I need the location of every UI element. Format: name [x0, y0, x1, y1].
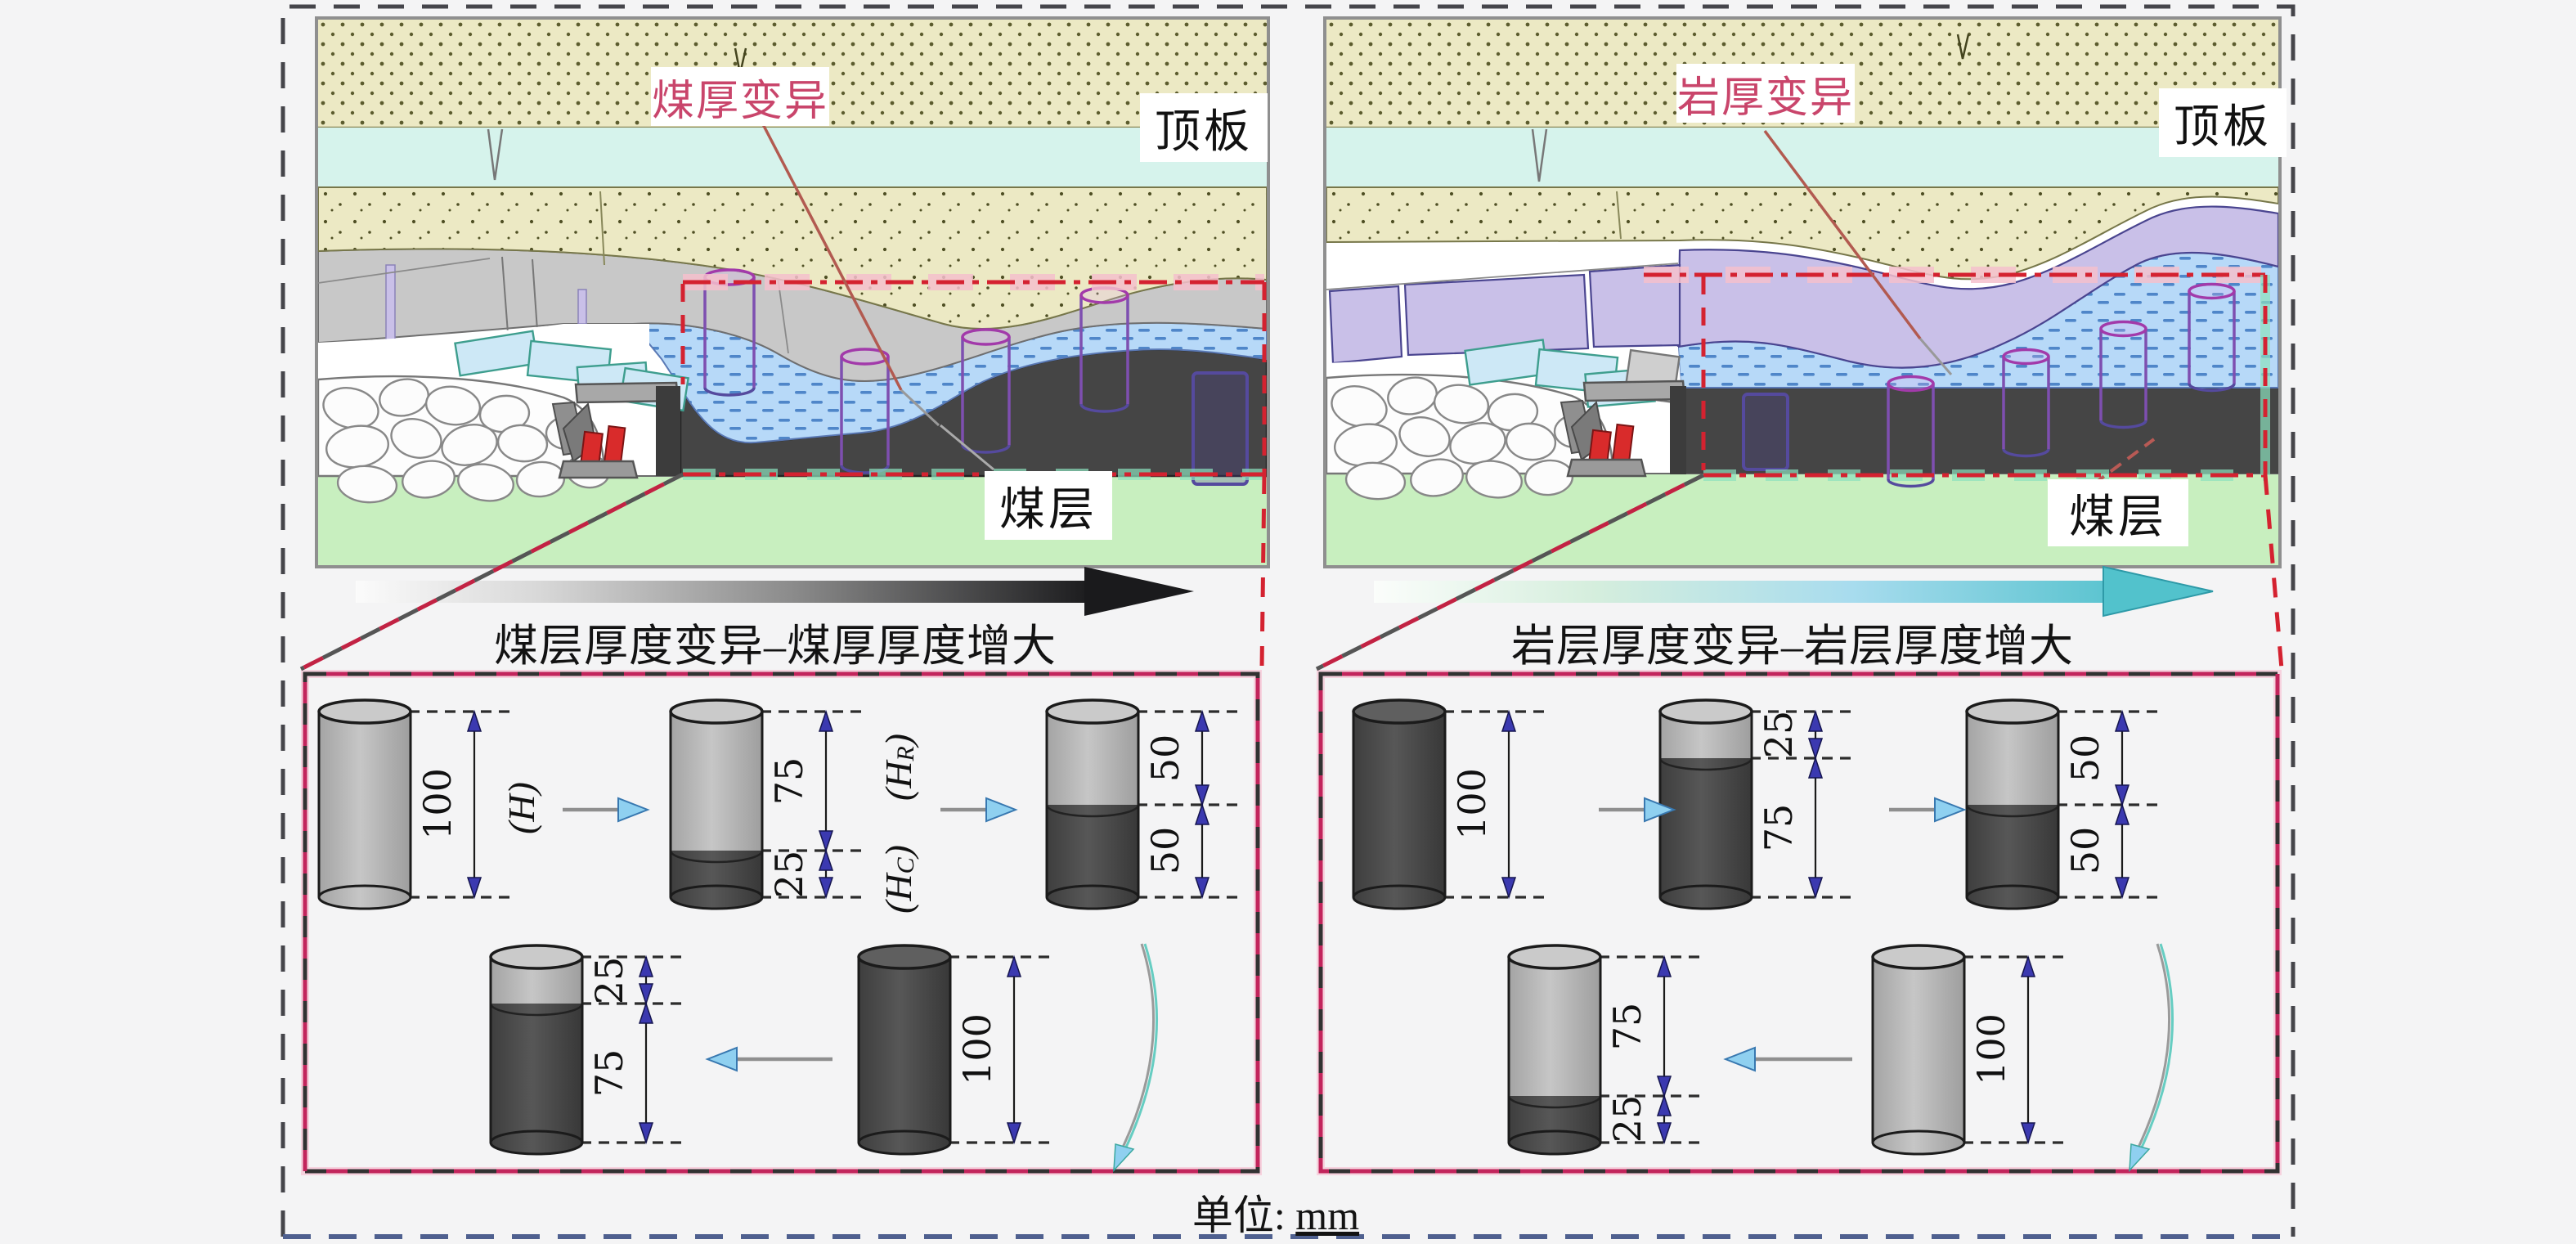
support-base	[1566, 458, 1647, 478]
svg-text:100: 100	[1969, 1013, 2013, 1085]
svg-text:100: 100	[1450, 768, 1494, 840]
turn-arrow	[1113, 943, 1159, 1173]
right-roof-label: 顶板	[2159, 88, 2287, 157]
specimen-cylinder-rock75-coal25	[1507, 944, 1602, 1156]
specimen-cylinder-rock100	[1871, 944, 1966, 1156]
coal-face	[1670, 386, 1686, 474]
svg-text:75: 75	[587, 1049, 631, 1098]
cyan-band	[1326, 128, 2278, 188]
specimen-cylinder-rock75-coal25	[669, 698, 764, 910]
svg-text:50: 50	[1143, 734, 1187, 783]
support-base	[558, 460, 639, 479]
right-variation-label: 岩厚变异	[1676, 64, 1855, 123]
right-seam-label: 煤层	[2048, 479, 2188, 546]
support-canopy	[1582, 379, 1686, 402]
specimen-cylinder-coal100	[1352, 698, 1447, 910]
hydraulic-support	[1560, 379, 1686, 478]
svg-text:100: 100	[955, 1013, 999, 1085]
svg-text:25: 25	[767, 851, 811, 899]
turn-arrow	[2129, 943, 2174, 1173]
specimen-cylinder-rock50-coal50	[1965, 698, 2060, 910]
specimen-ghost-rect	[1192, 371, 1249, 486]
left-variation-label: 煤厚变异	[651, 67, 829, 126]
right-flow-caption: 岩层厚度变异–岩层厚度增大	[1511, 622, 2074, 671]
svg-text:50: 50	[2063, 827, 2107, 875]
svg-text:25: 25	[587, 957, 631, 1005]
coal-increase-gradient-arrow	[356, 567, 1194, 616]
svg-text:75: 75	[1605, 1003, 1649, 1051]
left-specimen-box: 100 75 25 50 50 25 75 100	[301, 670, 1262, 1175]
svg-text:50: 50	[1143, 827, 1187, 875]
specimen-cylinder-rock25-coal75	[1658, 698, 1753, 910]
coal-face	[656, 386, 680, 476]
floor-layer	[318, 475, 1267, 565]
svg-text:25: 25	[1757, 711, 1801, 759]
cyan-band	[318, 128, 1267, 188]
svg-text:75: 75	[1757, 804, 1801, 852]
svg-text:50: 50	[2063, 734, 2107, 783]
specimen-ghost-rect	[1742, 393, 1789, 471]
svg-text:25: 25	[1605, 1095, 1649, 1143]
hydraulic-support	[551, 381, 680, 479]
rock-increase-gradient-arrow	[1374, 565, 2214, 618]
left-flow-caption: 煤层厚度变异–煤厚厚度增大	[494, 622, 1057, 671]
specimen-cylinder-rock25-coal75	[489, 944, 584, 1156]
left-roof-label: 顶板	[1140, 93, 1268, 162]
svg-text:75: 75	[767, 757, 811, 806]
right-specimen-box: 100 25 75 50 50 75 25 100	[1317, 670, 2282, 1175]
specimen-cylinder-coal100	[857, 944, 952, 1156]
svg-text:100: 100	[415, 768, 460, 840]
unit-note: 单位: mm	[1192, 1192, 1360, 1238]
specimen-cylinder-rock100	[317, 698, 412, 910]
left-seam-label: 煤层	[985, 471, 1112, 540]
specimen-cylinder-rock50-coal50	[1045, 698, 1140, 910]
total-height-symbol: (H)	[500, 782, 542, 834]
